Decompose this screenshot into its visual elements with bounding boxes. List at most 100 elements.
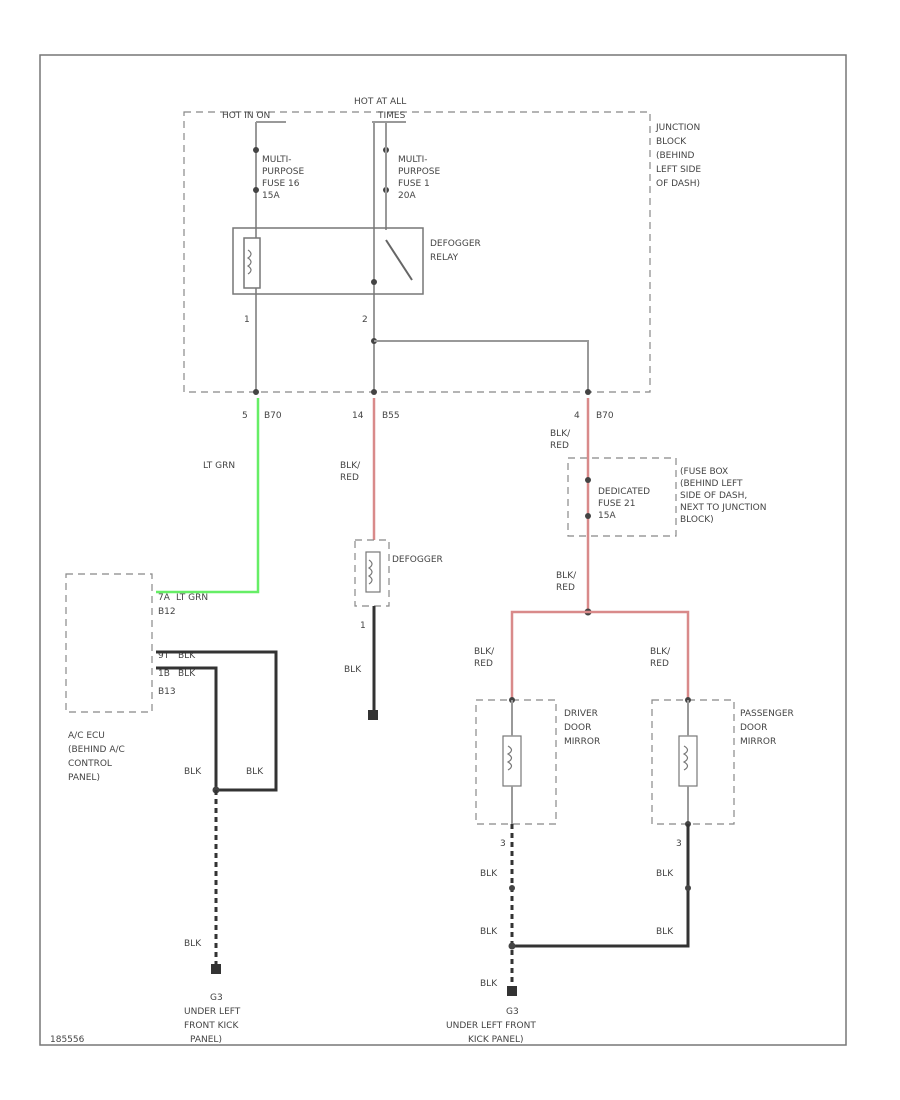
svg-text:BLK/: BLK/: [340, 461, 361, 471]
defogger-label: DEFOGGER: [392, 555, 443, 565]
svg-text:NEXT TO JUNCTION: NEXT TO JUNCTION: [680, 503, 766, 513]
svg-text:(FUSE BOX: (FUSE BOX: [680, 467, 728, 477]
ac-blk-right: BLK: [246, 767, 264, 777]
ground-right-icon: [507, 986, 517, 996]
hot-at-all-label: HOT AT ALL: [354, 97, 406, 107]
relay-switch-icon: [385, 239, 413, 281]
driver-mirror-label: DRIVER DOOR MIRROR: [564, 709, 600, 747]
svg-text:BLK/: BLK/: [650, 647, 671, 657]
svg-text:FUSE 21: FUSE 21: [598, 499, 635, 509]
fuse-left-label: MULTI- PURPOSE FUSE 16 15A: [262, 155, 304, 201]
svg-text:15A: 15A: [598, 511, 616, 521]
lt-grn-label: LT GRN: [203, 461, 235, 471]
relay-coil-winding: [246, 249, 252, 275]
svg-text:DOOR: DOOR: [740, 723, 767, 733]
svg-text:20A: 20A: [398, 191, 416, 201]
ac-ground-wire-upper: [156, 650, 278, 792]
svg-text:(BEHIND: (BEHIND: [656, 151, 695, 161]
defogger-relay-box: [232, 227, 424, 295]
outer-frame: [39, 54, 847, 1046]
defogger-pin: 1: [360, 621, 366, 631]
mirror-feed-wires: [510, 610, 690, 700]
hot-at-all-sub-label: TIMES: [377, 111, 406, 121]
ac-ecu-label: A/C ECU (BEHIND A/C CONTROL PANEL): [68, 731, 125, 783]
defogger-ground-icon: [368, 710, 378, 720]
blk-red-label-right-top: BLK/ RED: [550, 429, 571, 451]
relay-pin-2: 2: [362, 315, 368, 325]
svg-text:JUNCTION: JUNCTION: [655, 123, 700, 133]
defogger-element-icon: [367, 559, 373, 585]
svg-text:UNDER LEFT: UNDER LEFT: [184, 1007, 241, 1017]
dedicated-fuse-label: DEDICATED FUSE 21 15A: [598, 487, 650, 521]
blk-red-label-driver: BLK/ RED: [474, 647, 495, 669]
relay-coil-icon: [243, 237, 261, 289]
figure-id: 185556: [50, 1035, 85, 1045]
passenger-mirror-label: PASSENGER DOOR MIRROR: [740, 709, 794, 747]
svg-text:(BEHIND LEFT: (BEHIND LEFT: [680, 479, 743, 489]
defogger-relay-label: DEFOGGER RELAY: [430, 239, 481, 263]
fuse-box-outline: [567, 457, 677, 537]
svg-text:PURPOSE: PURPOSE: [262, 167, 304, 177]
passenger-mirror-outline: [651, 699, 735, 825]
ac-pin-top: 7A: [158, 593, 171, 603]
ac-pin-low: 1B: [158, 669, 170, 679]
passenger-mirror-element-icon: [682, 745, 689, 771]
fuse-right-label: MULTI- PURPOSE FUSE 1 20A: [398, 155, 440, 201]
svg-text:BLK/: BLK/: [550, 429, 571, 439]
svg-text:LEFT SIDE: LEFT SIDE: [656, 165, 701, 175]
connector-right-pin: [585, 389, 591, 395]
driver-mirror-heater-icon: [502, 735, 522, 787]
branch-wire-right: [374, 340, 589, 392]
passenger-blk-label-1: BLK: [656, 869, 674, 879]
svg-text:BLK/: BLK/: [474, 647, 495, 657]
svg-text:A/C ECU: A/C ECU: [68, 731, 105, 741]
svg-text:RED: RED: [556, 583, 575, 593]
driver-blk-label-1: BLK: [480, 869, 498, 879]
ac-wire-top: LT GRN: [176, 593, 208, 603]
ac-blk-mid: BLK: [178, 651, 196, 661]
driver-blk-label-3: BLK: [480, 979, 498, 989]
passenger-mirror-pin: 3: [676, 839, 682, 849]
svg-text:(BEHIND A/C: (BEHIND A/C: [68, 745, 125, 755]
ac-conn-low: B13: [158, 687, 176, 697]
svg-text:PASSENGER: PASSENGER: [740, 709, 794, 719]
svg-text:BLOCK): BLOCK): [680, 515, 714, 525]
connector-left-pin: [253, 389, 259, 395]
ground-splice-join: [508, 942, 516, 950]
svg-text:PURPOSE: PURPOSE: [398, 167, 440, 177]
ac-conn-top: B12: [158, 607, 176, 617]
svg-text:MIRROR: MIRROR: [564, 737, 600, 747]
svg-text:UNDER LEFT FRONT: UNDER LEFT FRONT: [446, 1021, 536, 1031]
relay-switch-contact: [371, 279, 377, 285]
svg-text:MIRROR: MIRROR: [740, 737, 776, 747]
ac-blk-low: BLK: [178, 669, 196, 679]
defogger-blk-label: BLK: [344, 665, 362, 675]
svg-text:OF DASH): OF DASH): [656, 179, 700, 189]
ground-right-id: G3: [506, 1007, 519, 1017]
driver-mirror-outline: [475, 699, 557, 825]
svg-text:RED: RED: [650, 659, 669, 669]
passenger-mirror-ground-wire: [512, 824, 690, 948]
conn-left-id: B70: [264, 411, 282, 421]
conn-left-pin-num: 5: [242, 411, 248, 421]
passenger-blk-label-2: BLK: [656, 927, 674, 937]
conn-mid-id: B55: [382, 411, 400, 421]
defogger-heater-icon: [365, 551, 381, 593]
svg-text:15A: 15A: [262, 191, 280, 201]
ground-left-id: G3: [210, 993, 223, 1003]
svg-text:MULTI-: MULTI-: [262, 155, 292, 165]
fuse-left-terminal-bottom: [253, 187, 259, 193]
svg-text:RED: RED: [550, 441, 569, 451]
junction-block-label: JUNCTION BLOCK (BEHIND LEFT SIDE OF DASH…: [655, 123, 701, 189]
svg-text:FUSE 16: FUSE 16: [262, 179, 300, 189]
dedicated-fuse-top: [585, 477, 591, 483]
hot-in-on-label: HOT IN ON: [222, 111, 270, 121]
junction-block-outline: [183, 111, 651, 393]
fuse-box-label: (FUSE BOX (BEHIND LEFT SIDE OF DASH, NEX…: [680, 467, 766, 525]
ac-blk-left: BLK: [184, 767, 202, 777]
svg-text:DOOR: DOOR: [564, 723, 591, 733]
blk-red-label-right-mid: BLK/ RED: [556, 571, 577, 593]
ac-blk-bottom: BLK: [184, 939, 202, 949]
svg-text:KICK PANEL): KICK PANEL): [468, 1035, 524, 1045]
